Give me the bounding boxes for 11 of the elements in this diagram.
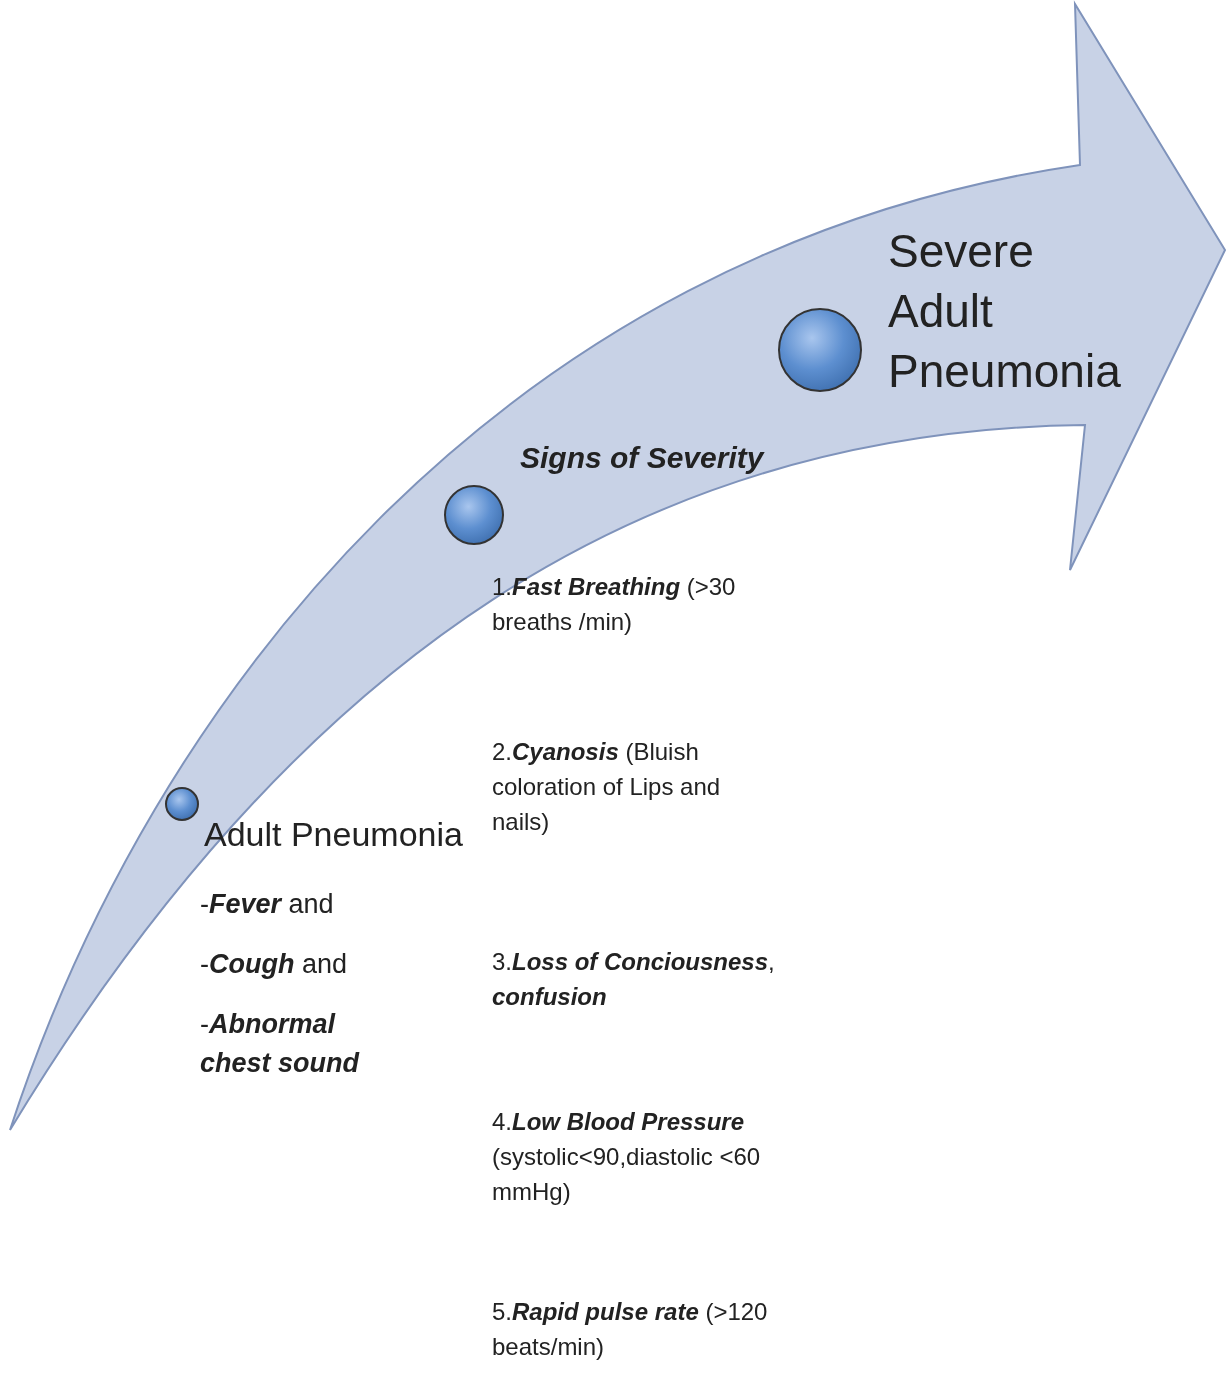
curved-arrow	[9, 3, 1226, 1131]
symptom-text: -Fever and	[200, 888, 335, 921]
symptom-text: 1.Fast Breathing (>30 breaths /min)	[492, 572, 737, 637]
symptom-text: 2.Cyanosis (Bluish coloration of Lips and nails)	[492, 737, 722, 837]
symptom-text: 5.Rapid pulse rate (>120 beats/min)	[492, 1297, 769, 1362]
symptom-text: -Abnormal chest sound	[200, 1008, 361, 1081]
symptom-text: -Cough and	[200, 948, 349, 981]
symptom-text: 3.Loss of Conciousness, confusion	[492, 947, 776, 1012]
stage-label: Signs of Severity	[520, 440, 766, 476]
stage-label: Severe Adult Pneumonia	[888, 224, 1122, 399]
symptom-text: 4.Low Blood Pressure (systolic<90,diastolic <60 mmHg)	[492, 1107, 762, 1207]
